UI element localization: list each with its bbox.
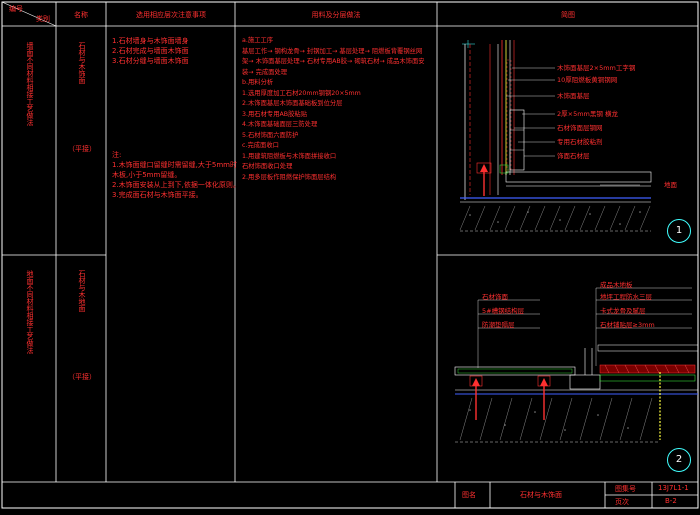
- d2-left-label: 石材饰面: [482, 293, 508, 301]
- header-notes: 选用相应层次注意事项: [136, 11, 206, 19]
- material-line: 1.选用厚度加工石材20mm钢钢20×5mm: [242, 89, 361, 97]
- d1-label: 2厚×5mm黑钢 横龙: [557, 110, 618, 118]
- title-set-label: 图集号: [615, 485, 636, 493]
- detail-number-2: 2: [667, 448, 691, 472]
- title-page-label: 页次: [615, 498, 629, 506]
- d1-label: 木饰面基层2×5mm工字钢: [557, 64, 636, 72]
- row1-notes: 1.石材墙身与木饰面墙身 2.石材完成与墙面木饰面 3.石材分缝与墙面木饰面: [112, 36, 232, 66]
- row1-name: 石材与木饰面: [78, 42, 86, 84]
- diagram-2-floor-section: [454, 287, 699, 443]
- d2-right-label: 地坪工程防水三层: [600, 293, 652, 301]
- remark-line: 木板,小于5mm留缝。: [112, 171, 182, 179]
- remark-line: 注:: [112, 151, 122, 159]
- d1-floor-tag: 地面: [664, 181, 677, 189]
- detail-number-1: 1: [667, 219, 691, 243]
- material-line: b.用料分析: [242, 79, 274, 86]
- d1-label: 石材饰面层钢网: [557, 124, 603, 132]
- d2-right-label: 卡式龙骨及腻层: [600, 307, 646, 315]
- d2-right-label: 成品木地板: [600, 281, 633, 289]
- row1-remark: 注: 1.木饰面缝口留缝时需留缝,大于5mm时 木板,小于5mm留缝。 2.木饰…: [112, 150, 240, 200]
- material-line: 装→ 完成面处理: [242, 68, 288, 76]
- material-line: 1.用建筑阻燃板与木饰面拼接收口: [242, 152, 337, 160]
- header-name: 名称: [74, 11, 88, 19]
- d2-left-label: 防潮垫隔层: [482, 321, 515, 329]
- material-line: 3.用石材专用AB胶粘贴: [242, 110, 308, 118]
- material-line: a.施工工序: [242, 37, 274, 44]
- diagram-1-wall-section: [459, 40, 652, 232]
- material-line: 2.用多层板作阻燃保护饰面层结构: [242, 173, 337, 181]
- remark-line: 1.木饰面缝口留缝时需留缝,大于5mm时: [112, 161, 237, 169]
- remark-line: 2.木饰面安装从上到下,依据一体化原则。: [112, 181, 240, 189]
- material-line: 基层工作→ 钢构龙骨→ 封钢加工→ 基层处理→ 阻燃板背覆钢丝网: [242, 47, 423, 55]
- d2-right-label: 石材铺贴层≥3mm: [600, 321, 655, 329]
- material-line: 5.石材饰面六面防护: [242, 131, 299, 139]
- row2-name-sub: （平接）: [68, 373, 96, 381]
- header-number: 编号: [9, 5, 23, 13]
- d1-label: 专用石材胶粘剂: [557, 138, 603, 146]
- d2-left-label: 5#槽钢结构层: [482, 307, 525, 315]
- header-diagram: 简图: [561, 11, 575, 19]
- material-line: 架→ 木饰面基层处理→ 石材专用AB胶→ 砌筑石材→ 成品木饰面安: [242, 58, 425, 65]
- material-line: 4.木饰面基础面层三防处理: [242, 121, 318, 128]
- row1-name-sub: （平接）: [68, 145, 96, 153]
- row1-category: 墙面不同材料相接工艺做法: [26, 42, 34, 126]
- row2-name: 石材与木地面: [78, 270, 86, 312]
- material-line: 2.木饰面基层木饰面基础板到位分层: [242, 100, 343, 107]
- material-line: 石材饰面收口处理: [242, 163, 293, 170]
- d1-label: 饰面石材层: [557, 152, 590, 160]
- row2-category: 地面不同材料相接工艺做法: [26, 270, 34, 354]
- d1-label: 木饰面基层: [557, 92, 590, 100]
- material-line: c.完成面收口: [242, 142, 279, 149]
- d1-label: 10厚阻燃板黄铜钢网: [557, 76, 618, 84]
- title-figure-label: 图名: [462, 491, 476, 499]
- header-materials: 用料及分层做法: [311, 11, 361, 19]
- title-set-value: 13J7L1-1: [658, 484, 689, 492]
- remark-line: 3.完成面石材与木饰面平接。: [112, 191, 203, 199]
- header-category: 类别: [36, 15, 50, 23]
- row1-materials: a.施工工序 基层工作→ 钢构龙骨→ 封钢加工→ 基层处理→ 阻燃板背覆钢丝网 …: [242, 36, 434, 183]
- title-figure-name: 石材与木饰面: [520, 491, 562, 499]
- note-line: 3.石材分缝与墙面木饰面: [112, 57, 189, 65]
- note-line: 1.石材墙身与木饰面墙身: [112, 37, 189, 45]
- title-page-value: B-2: [665, 497, 677, 505]
- note-line: 2.石材完成与墙面木饰面: [112, 47, 189, 55]
